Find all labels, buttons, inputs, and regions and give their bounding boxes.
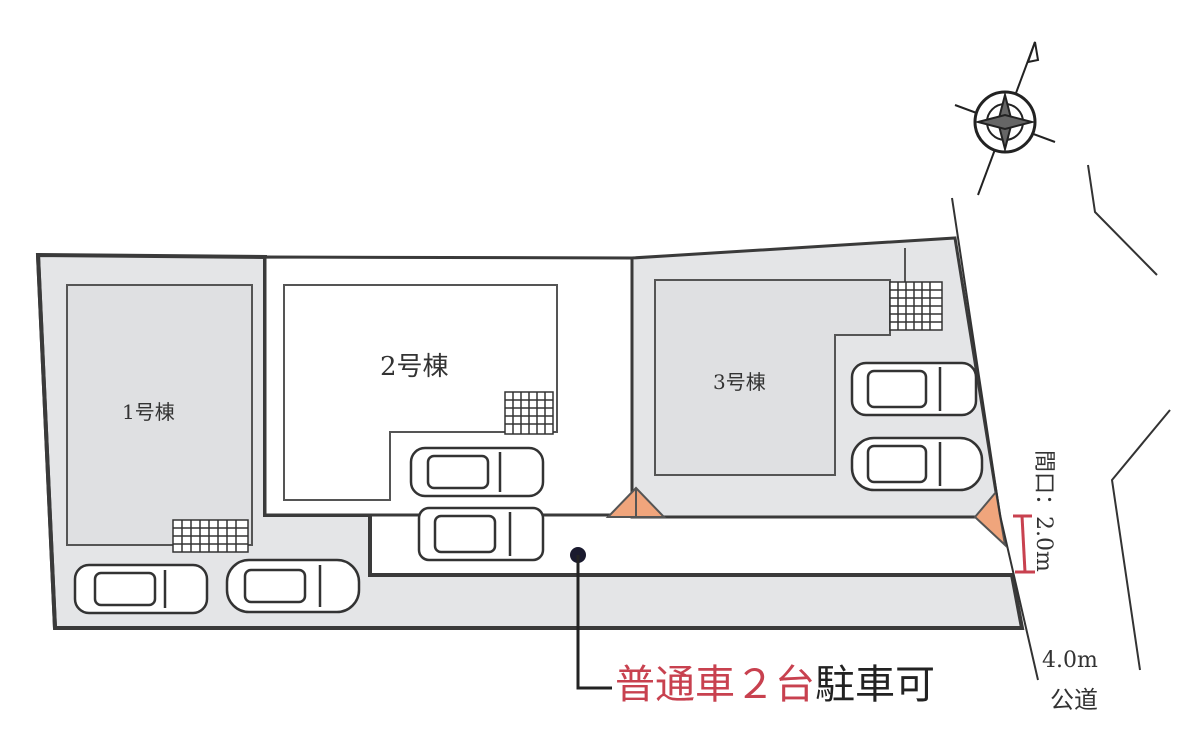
compass-north-icon [954, 41, 1056, 196]
car-5 [850, 361, 978, 417]
parking-caption-highlight: 普通車２台 [615, 662, 815, 708]
road-edges [951, 164, 1171, 681]
building-2-label: 2号棟 [380, 352, 449, 382]
stair-grid-3 [889, 281, 943, 331]
car-3 [409, 446, 545, 498]
cars [73, 361, 984, 615]
road-name-label: 公道 [1050, 686, 1098, 714]
frontage-marker [1013, 514, 1035, 574]
building-1 [66, 284, 253, 546]
car-1 [73, 563, 209, 615]
road-width-label: 4.0m [1042, 648, 1098, 673]
stair-grid-2 [504, 391, 554, 435]
stair-grid-1 [172, 519, 249, 553]
car-4 [417, 506, 545, 562]
parking-caption: 普通車２台駐車可 [615, 652, 935, 710]
leader-line [576, 555, 612, 690]
frontage-label: 間口：2.0m [1031, 450, 1056, 572]
car-6 [850, 436, 984, 492]
building-3-label: 3号棟 [713, 370, 766, 394]
building-2 [283, 284, 558, 501]
parking-caption-rest: 駐車可 [815, 662, 935, 708]
building-3 [654, 279, 891, 476]
building-1-label: 1号棟 [122, 400, 175, 424]
car-2 [225, 558, 361, 614]
